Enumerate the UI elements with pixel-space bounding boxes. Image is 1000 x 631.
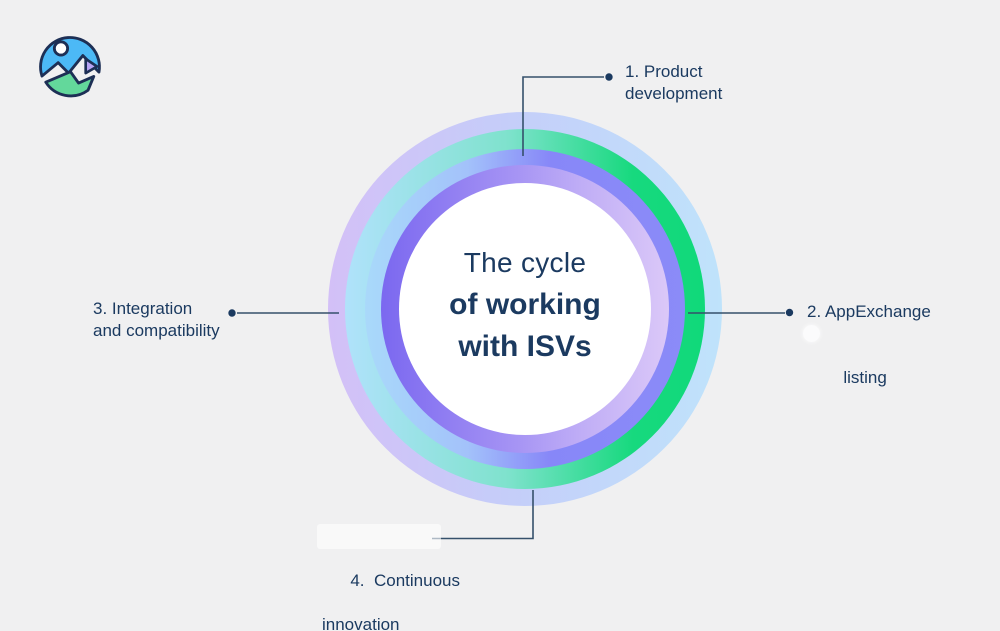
step-label-continuous-innovation: 4. Continuous innovation [317, 524, 460, 631]
center-title-line-2: of working [449, 288, 601, 321]
mountain-sun-logo-icon [39, 36, 101, 98]
step1-label-line1: 1. Product [625, 62, 703, 81]
step4-label-line1: 4. Continuous [317, 524, 460, 614]
highlight-box [317, 524, 441, 549]
cycle-diagram [328, 112, 722, 506]
step-label-appexchange-listing: 2. AppExchange listing [803, 301, 931, 411]
center-disc [399, 183, 651, 435]
step2-label-line2: listing [803, 323, 931, 411]
connector-dot-step1 [605, 73, 613, 81]
connector-dot-step3 [228, 309, 236, 317]
brand-logo [32, 28, 108, 104]
step-label-product-development: 1. Product development [625, 61, 722, 105]
step3-label-line1: 3. Integration [93, 299, 193, 318]
step4-label-line2: innovation [322, 615, 400, 631]
step2-label-line2-text: listing [843, 368, 887, 387]
logo-sun-icon [52, 40, 70, 57]
step1-label-line2: development [625, 84, 723, 103]
step2-label-line1: 2. AppExchange [807, 302, 931, 321]
logo-green-hill-shape [44, 70, 96, 98]
connector-dot-step2 [785, 308, 794, 317]
center-title: The cycle of working with ISVs [375, 242, 675, 368]
step3-label-line2: and compatibility [93, 321, 220, 340]
center-title-line-1: The cycle [463, 247, 587, 278]
logo-flag-icon [84, 57, 99, 75]
center-title-line-3: with ISVs [458, 330, 592, 363]
step-label-integration-compatibility: 3. Integration and compatibility [93, 298, 220, 342]
step4-label-line1-text: 4. Continuous [350, 571, 460, 590]
highlight-blob [803, 325, 820, 342]
